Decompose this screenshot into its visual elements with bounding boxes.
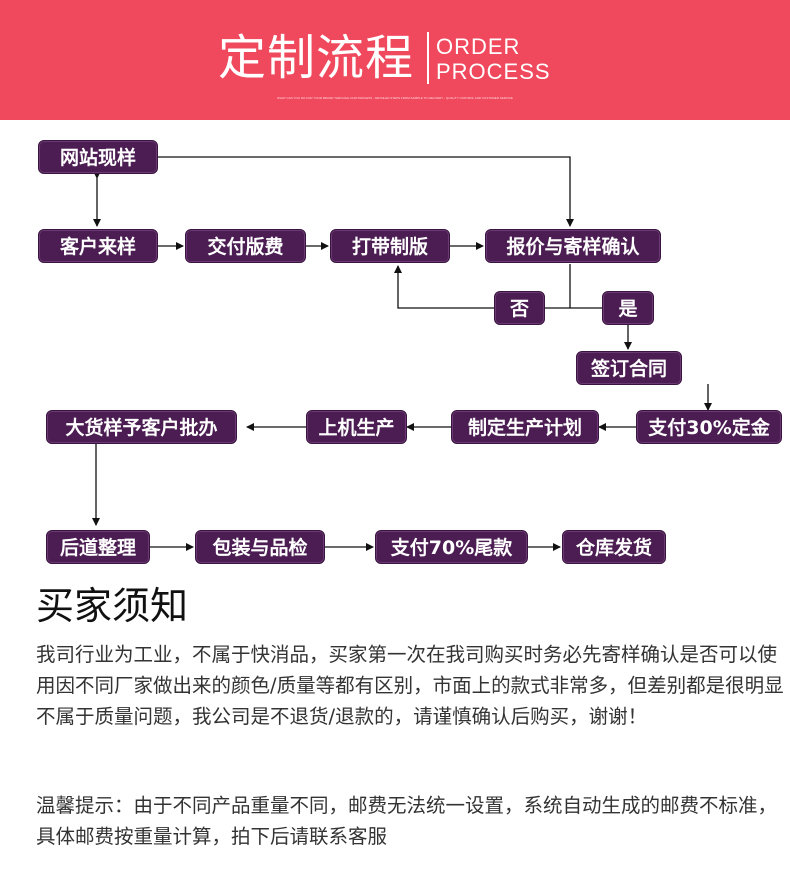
banner-title: 定制流程 [218,30,415,86]
header-banner: 定制流程 ORDER PROCESS WHAT CAN YOU DO FOR Y… [0,0,790,120]
node-pay-balance: 支付70%尾款 [375,530,528,564]
node-pay-sample-fee: 交付版费 [185,229,306,263]
notice-paragraph-2: 温馨提示：由于不同产品重量不同，邮费无法统一设置，系统自动生成的邮费不标准，具体… [36,794,778,848]
node-ship: 仓库发货 [562,530,666,564]
arrow-website-quote [158,156,574,227]
node-packing-inspection: 包装与品检 [195,530,325,564]
node-customer-sample: 客户来样 [38,229,158,263]
arrow-no-make [394,265,494,309]
banner-subtitle-line1: ORDER [436,34,521,59]
node-start-machine: 上机生产 [306,410,407,444]
banner-divider [427,32,429,84]
node-quote-confirm: 报价与寄样确认 [485,229,661,263]
node-plan-production: 制定生产计划 [451,410,599,444]
flow-connectors [92,156,712,551]
node-bulk-sample-approval: 大货样予客户批办 [46,410,237,444]
node-finishing: 后道整理 [46,530,150,564]
node-make-sample: 打带制版 [330,229,450,263]
notice-heading: 买家须知 [36,584,189,628]
node-yes: 是 [602,291,654,325]
banner-fine-print: WHAT CAN YOU DO FOR YOUR BRAND THROUGH O… [277,96,513,100]
node-sign-contract: 签订合同 [576,351,682,385]
notice-paragraph-1: 我司行业为工业，不属于快消品，买家第一次在我司购买时务必先寄样确认是否可以使用因… [36,643,784,728]
banner-subtitle: ORDER PROCESS [436,34,551,84]
banner-subtitle-line2: PROCESS [436,59,551,84]
node-no: 否 [494,291,545,325]
node-website-sample: 网站现样 [38,140,158,174]
node-pay-deposit: 支付30%定金 [636,410,782,444]
